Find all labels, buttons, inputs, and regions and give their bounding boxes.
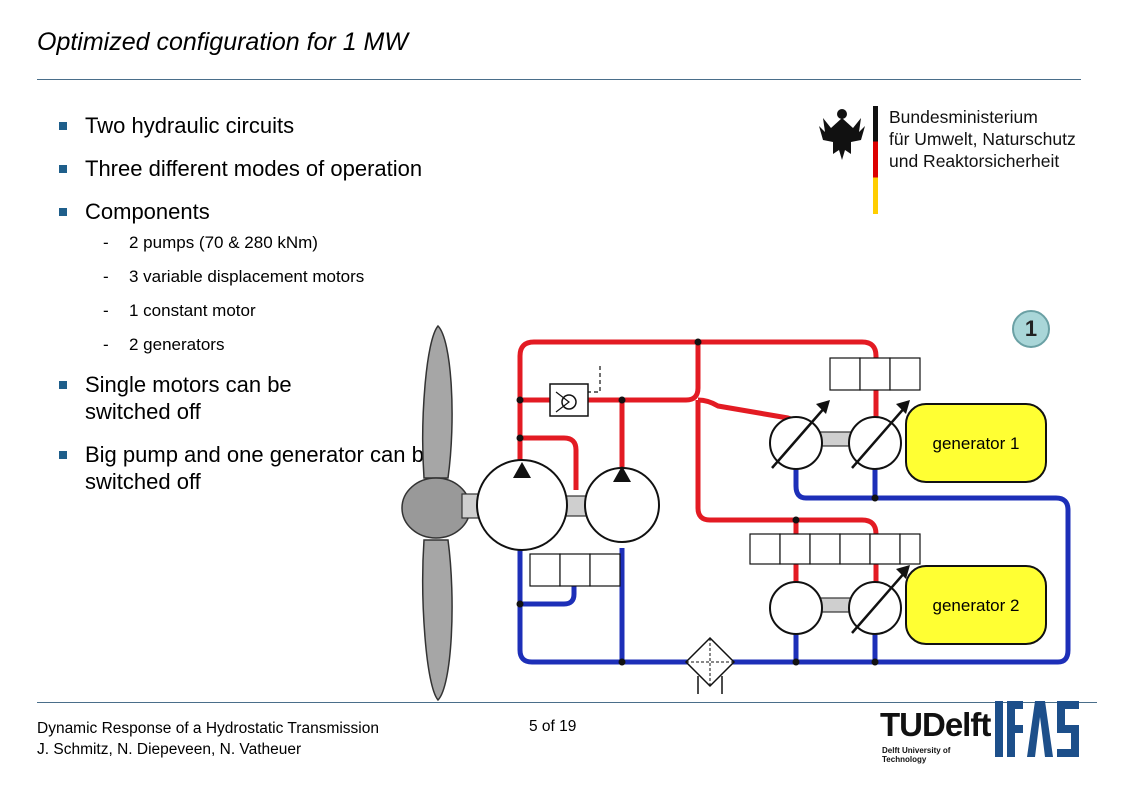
page-number: 5 of 19 [529, 718, 577, 735]
generator-2 [905, 565, 1047, 645]
check-valve [549, 366, 601, 417]
presentation-title: Dynamic Response of a Hydrostatic Transm… [37, 720, 379, 737]
bullet-text: Three different modes of operation [85, 156, 423, 181]
sub-bullet-item: 2 pumps (70 & 280 kNm) [85, 233, 437, 253]
big-pump [476, 459, 568, 551]
slide-title: Optimized configuration for 1 MW [37, 28, 408, 56]
title-divider [37, 79, 1081, 80]
valve-block-pump [529, 553, 621, 587]
bullet-item: Components 2 pumps (70 & 280 kNm) 3 vari… [57, 198, 437, 355]
bullet-item: Three different modes of operation [57, 155, 437, 182]
rotor-icon [401, 324, 471, 702]
ifas-logo [995, 701, 1079, 757]
valve-block-motor-1 [829, 357, 921, 391]
mode-badge: 1 [1012, 310, 1050, 348]
bullet-text: Two hydraulic circuits [85, 113, 295, 138]
bullet-text: Single motors can be switched off [85, 372, 292, 424]
generator-1-label: generator 1 [933, 434, 1020, 453]
sub-bullet-list: 2 pumps (70 & 280 kNm) 3 variable displa… [85, 233, 437, 355]
bullet-text: Big pump and one generator can be switch… [85, 442, 437, 494]
constant-motor [769, 581, 823, 635]
tudelft-subtitle: Delft University of Technology [882, 746, 951, 764]
bullet-item: Single motors can be switched off [57, 371, 365, 425]
footer-divider [37, 702, 1097, 703]
ministry-logo: Bundesministerium für Umwelt, Naturschut… [817, 102, 1087, 222]
footer-info: Dynamic Response of a Hydrostatic Transm… [37, 718, 379, 760]
generator-1 [905, 403, 1047, 483]
bullet-item: Big pump and one generator can be switch… [57, 441, 445, 495]
ministry-line: Bundesministerium [889, 107, 1038, 127]
authors: J. Schmitz, N. Diepeveen, N. Vatheuer [37, 741, 302, 758]
pump-arrow-icon [613, 466, 631, 482]
flag-stripe [873, 106, 878, 214]
variable-motor-1b [848, 400, 910, 470]
sub-bullet-item: 2 generators [85, 335, 437, 355]
filter-icon [684, 636, 736, 694]
ministry-name: Bundesministerium für Umwelt, Naturschut… [889, 106, 1076, 172]
bullet-item: Two hydraulic circuits [57, 112, 437, 139]
ministry-line: und Reaktorsicherheit [889, 151, 1060, 171]
generator-2-label: generator 2 [933, 596, 1020, 615]
tudelft-wordmark: TUDelft [880, 706, 991, 743]
bullet-list: Two hydraulic circuits Three different m… [57, 112, 437, 511]
variable-motor-1a [769, 400, 830, 470]
eagle-icon [819, 109, 865, 160]
valve-block-motor-2 [749, 533, 921, 565]
sub-bullet-item: 1 constant motor [85, 301, 437, 321]
bullet-text: Components [85, 199, 210, 224]
ministry-line: für Umwelt, Naturschutz [889, 129, 1076, 149]
variable-motor-2 [848, 565, 910, 635]
pump-arrow-icon [513, 462, 531, 478]
tudelft-logo: TUDelft Delft University of Technology [880, 700, 991, 764]
junction-dots [516, 338, 879, 666]
sub-bullet-item: 3 variable displacement motors [85, 267, 437, 287]
low-pressure-lines [517, 466, 1071, 665]
